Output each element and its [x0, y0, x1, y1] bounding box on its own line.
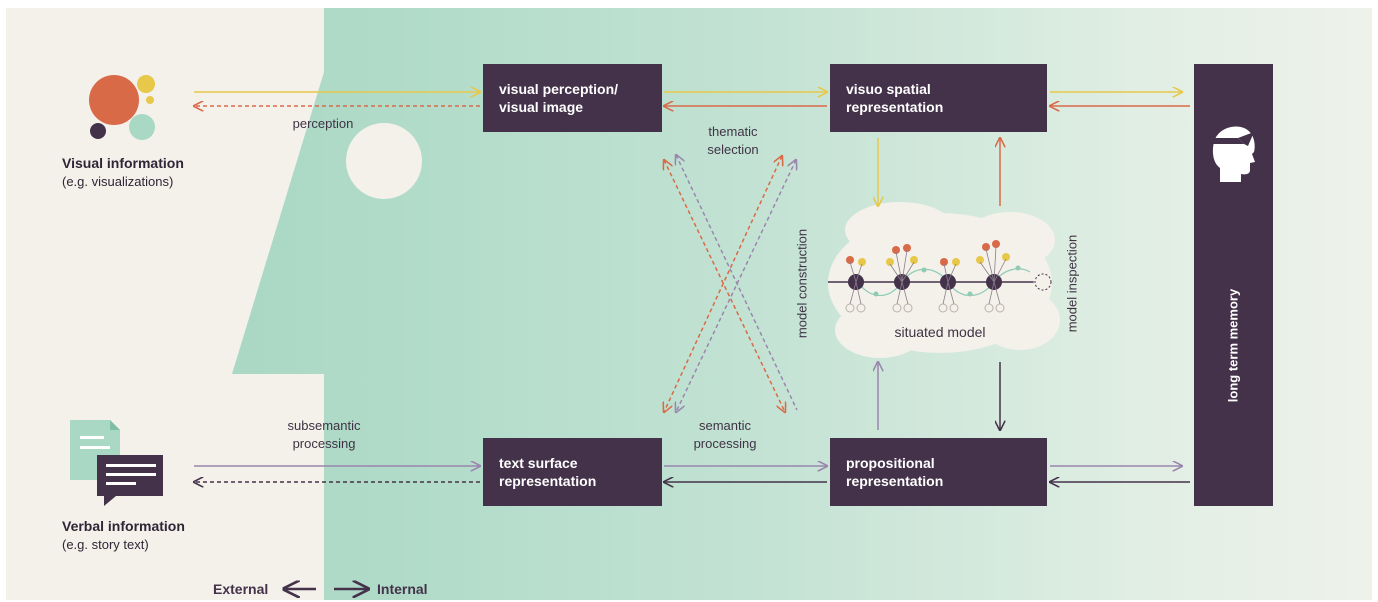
propositional-label: propositional representation: [846, 455, 944, 489]
internal-legend-label: Internal: [377, 581, 428, 597]
perception-label: perception: [292, 116, 354, 131]
verbal-info-title: Verbal information: [62, 518, 185, 534]
long-term-memory-label: long term memory: [1225, 288, 1241, 403]
text-surface-box: text surface representation: [483, 438, 662, 506]
long-term-memory-box: long term memory: [1194, 64, 1273, 506]
model-construction-label: model construction: [794, 228, 810, 339]
visual-info-subtitle: (e.g. visualizations): [62, 174, 174, 189]
model-inspection-label: model inspection: [1064, 234, 1080, 333]
visual-info-title: Visual information: [62, 155, 184, 171]
thematic-selection-label: thematic selection: [707, 124, 759, 157]
visuo-spatial-label: visuo spatial representation: [846, 81, 944, 115]
cross-arrows: [664, 155, 798, 412]
semantic-processing-label: semantic processing: [693, 418, 757, 451]
text-surface-label: text surface representation: [499, 455, 597, 489]
propositional-box: propositional representation: [830, 438, 1047, 506]
visual-perception-box: visual perception/ visual image: [483, 64, 662, 132]
eye-circle: [346, 123, 422, 199]
situated-model-label: situated model: [894, 324, 986, 340]
document-speech-bubble-icon: [70, 420, 163, 506]
visual-perception-label: visual perception/ visual image: [499, 81, 619, 115]
colored-circles-icon: [89, 75, 155, 140]
external-legend-label: External: [213, 581, 269, 597]
visuo-spatial-box: visuo spatial representation: [830, 64, 1047, 132]
subsemantic-processing-label: subsemantic processing: [287, 418, 361, 451]
head-profile-icon: [1210, 126, 1255, 182]
situated-model-graph: [828, 240, 1052, 313]
verbal-info-subtitle: (e.g. story text): [62, 537, 149, 552]
